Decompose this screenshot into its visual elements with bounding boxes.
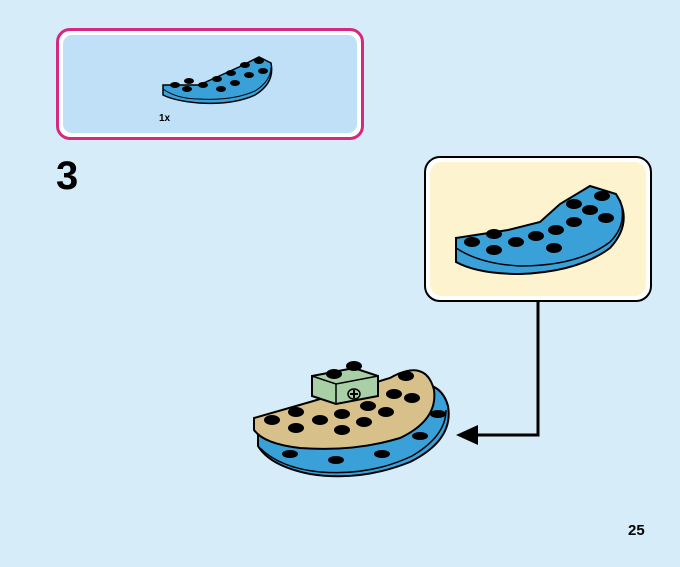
step-number: 3: [56, 154, 79, 198]
blue-plate-callout-icon: [455, 184, 625, 276]
page-number: 25: [628, 522, 645, 539]
callout-panel: [430, 162, 646, 296]
parts-list-panel: 1x: [63, 35, 357, 133]
callout-box: [424, 156, 652, 302]
blue-plate-part-icon: [162, 56, 273, 105]
part-quantity: 1x: [159, 113, 171, 124]
assembled-model-icon: [253, 361, 450, 478]
parts-list-box: 1x: [56, 28, 364, 140]
